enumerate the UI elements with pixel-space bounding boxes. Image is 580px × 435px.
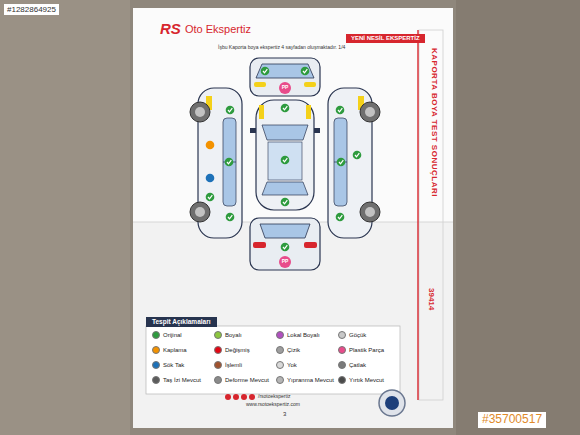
- legend-swatch: [214, 346, 222, 354]
- legend-item: Deforme Mevcut: [214, 376, 269, 384]
- website: www.rsotoekspertiz.com: [246, 402, 300, 408]
- legend-header: Tespit Açıklamaları: [146, 317, 217, 327]
- listing-id: #1282864925: [4, 4, 59, 15]
- legend-swatch: [276, 346, 284, 354]
- legend-text: Taş İzi Mevcut: [163, 377, 201, 383]
- legend-text: Deforme Mevcut: [225, 377, 269, 383]
- legend-swatch: [214, 376, 222, 384]
- legend-item: Yıpranma Mevcut: [276, 376, 334, 384]
- legend-text: Yıpranma Mevcut: [287, 377, 334, 383]
- legend-text: Plastik Parça: [349, 347, 384, 353]
- legend-item: Çizik: [276, 346, 300, 354]
- legend-swatch: [152, 361, 160, 369]
- legend-text: Boyalı: [225, 332, 242, 338]
- report-number: 39414: [427, 288, 436, 310]
- legend-text: Lokal Boyalı: [287, 332, 320, 338]
- part-badge: PP: [282, 259, 289, 265]
- page-number: 3: [283, 411, 286, 418]
- legend-item: Kaplama: [152, 346, 187, 354]
- legend-item: Sök Tak: [152, 361, 184, 369]
- legend-swatch: [338, 331, 346, 339]
- legend-text: Yırtık Mevcut: [349, 377, 384, 383]
- legend-item: Plastik Parça: [338, 346, 384, 354]
- legend-text: Kaplama: [163, 347, 187, 353]
- legend-swatch: [152, 376, 160, 384]
- banner: YENİ NESİL EKSPERTİZ: [346, 34, 425, 43]
- legend-item: Çatlak: [338, 361, 366, 369]
- legend-swatch: [214, 361, 222, 369]
- legend-swatch: [276, 361, 284, 369]
- legend-swatch: [338, 376, 346, 384]
- listing-id: #35700517: [478, 412, 546, 428]
- legend-item: Yırtık Mevcut: [338, 376, 384, 384]
- legend-text: Değişmiş: [225, 347, 250, 353]
- legend-text: Yok: [287, 362, 297, 368]
- legend-text: Çatlak: [349, 362, 366, 368]
- legend-item: Taş İzi Mevcut: [152, 376, 201, 384]
- report-title: KAPORTA BOYA TEST SONUÇLARI: [430, 48, 439, 197]
- legend-swatch: [152, 346, 160, 354]
- logo-text: Oto Ekspertiz: [185, 23, 251, 36]
- legend-swatch: [214, 331, 222, 339]
- legend-item: Boyalı: [214, 331, 242, 339]
- logo-rs: RS: [160, 20, 181, 37]
- node-text: Tespit Açıklamaları: [152, 318, 211, 326]
- legend-item: Değişmiş: [214, 346, 250, 354]
- legend-item: Lokal Boyalı: [276, 331, 320, 339]
- social-handle: /rsotoekspertiz: [258, 394, 291, 400]
- legend-text: Sök Tak: [163, 362, 184, 368]
- legend-swatch: [338, 361, 346, 369]
- legend-item: Yok: [276, 361, 297, 369]
- page-note: İşbu Kaporta boya ekspertiz 4 sayfadan o…: [218, 45, 345, 51]
- node-text: YENİ NESİL EKSPERTİZ: [351, 35, 420, 42]
- legend-item: Orijinal: [152, 331, 182, 339]
- legend-text: Göçük: [349, 332, 366, 338]
- legend-item: İşlemli: [214, 361, 242, 369]
- legend-text: İşlemli: [225, 362, 242, 368]
- legend-swatch: [152, 331, 160, 339]
- legend-text: Çizik: [287, 347, 300, 353]
- legend-swatch: [276, 331, 284, 339]
- part-badge: PP: [282, 85, 289, 91]
- legend-text: Orijinal: [163, 332, 182, 338]
- legend-swatch: [276, 376, 284, 384]
- legend-item: Göçük: [338, 331, 366, 339]
- legend-swatch: [338, 346, 346, 354]
